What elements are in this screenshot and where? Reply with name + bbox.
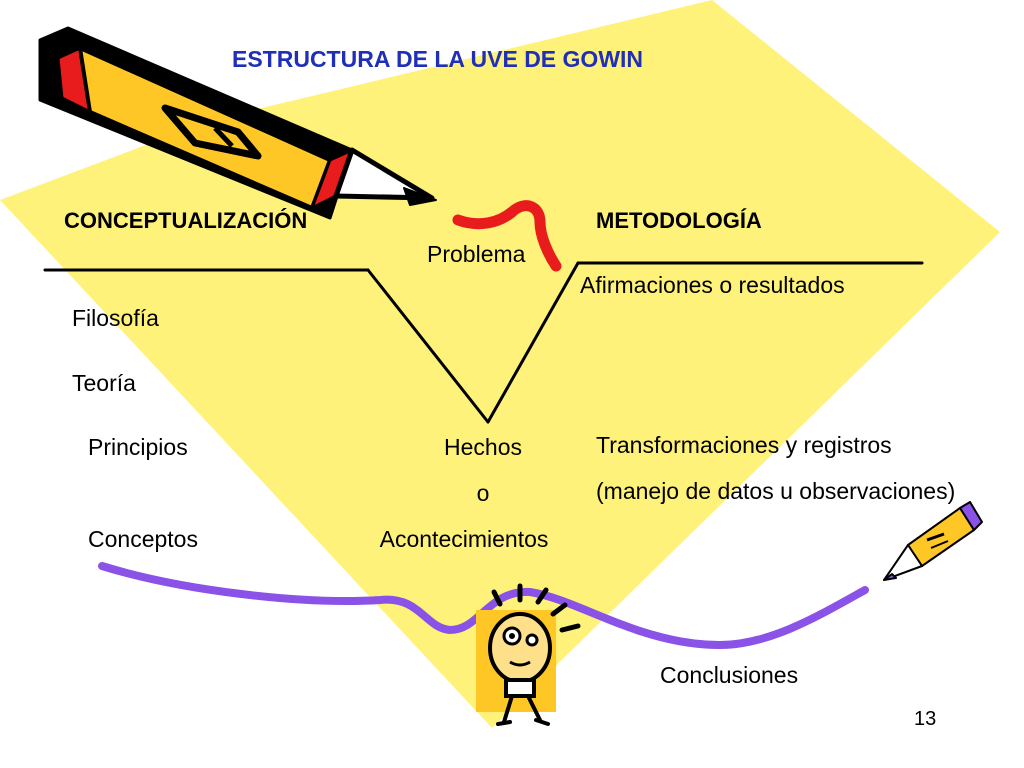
lightbulb-character-icon xyxy=(476,583,581,726)
left-item: Principios xyxy=(88,434,188,460)
center-bottom-label: o xyxy=(476,480,490,506)
small-pencil-icon xyxy=(883,501,983,581)
page-number: 13 xyxy=(914,708,937,730)
left-item: Filosofía xyxy=(72,305,159,331)
v-right-arm xyxy=(486,261,580,424)
right-item: Afirmaciones o resultados xyxy=(580,272,845,298)
center-top-label: Problema xyxy=(427,241,526,267)
red-squiggle xyxy=(452,200,562,272)
center-bottom-label: Hechos xyxy=(444,434,522,460)
center-bottom-label: Acontecimientos xyxy=(379,526,549,552)
right-item: Transformaciones y registros xyxy=(596,432,892,458)
right-heading: METODOLOGÍA xyxy=(596,208,762,233)
left-item: Conceptos xyxy=(88,526,198,552)
gowin-v-lines xyxy=(43,261,924,424)
pencil-icon xyxy=(38,26,437,220)
right-item: (manejo de datos u observaciones) xyxy=(596,478,956,504)
bottom-label: Conclusiones xyxy=(660,662,799,688)
diagram-title: ESTRUCTURA DE LA UVE DE GOWIN xyxy=(232,46,644,72)
left-heading: CONCEPTUALIZACIÓN xyxy=(64,208,308,233)
left-item: Teoría xyxy=(72,370,136,396)
v-left-arm xyxy=(366,268,490,424)
purple-wave-curve xyxy=(98,562,869,650)
